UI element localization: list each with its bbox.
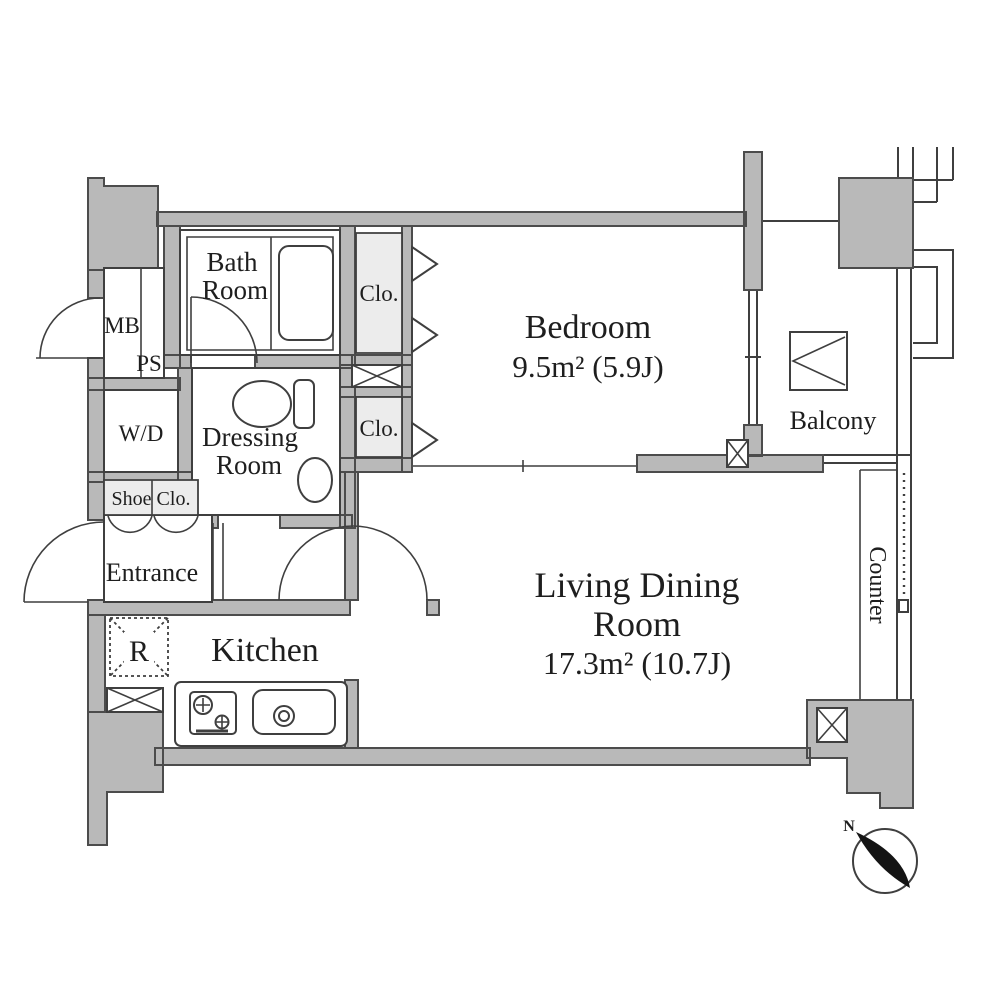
compass-needle (856, 832, 910, 888)
refrigerator-space (109, 617, 169, 677)
closet-upper-label: Clo. (360, 281, 399, 306)
sink-drain-inner (278, 710, 290, 722)
bedroom-window-lines (745, 290, 761, 425)
toilet-bowl (232, 380, 292, 428)
balcony-edge-lines (762, 220, 912, 808)
ps-label: PS (136, 351, 162, 376)
fixtures (109, 245, 348, 747)
toilet-tank (293, 379, 315, 429)
thin-line-work (410, 147, 954, 808)
interior-detail-lines (24, 236, 334, 603)
closet-lower-label: Clo. (360, 416, 399, 441)
entrance-label: Entrance (106, 558, 198, 587)
burner-cross-marks (196, 698, 228, 728)
bedroom-area-label: 9.5m² (5.9J) (512, 349, 663, 384)
living-label-line1: Living Dining (535, 565, 740, 605)
living-label-line2: Room (593, 604, 681, 644)
dressing-label-line2: Room (216, 450, 282, 480)
closet-folding-door-marks (411, 245, 439, 459)
refrigerator-x (109, 617, 169, 677)
balcony-label: Balcony (790, 406, 877, 435)
neighbor-structure-lines (897, 147, 954, 359)
bedroom-living-partition-line (410, 460, 637, 472)
mb-label: MB (104, 313, 140, 338)
bath-label-line2: Room (202, 275, 268, 305)
refrigerator-label-halo (124, 632, 154, 668)
shaft-x-marks (106, 364, 848, 743)
bath-label-line1: Bath (207, 247, 258, 277)
wd-label: W/D (119, 421, 164, 446)
dressing-label-line1: Dressing (202, 422, 298, 452)
ac-unit-chevron (791, 336, 846, 386)
bathtub (278, 245, 334, 341)
refrigerator-label: R (129, 635, 149, 668)
bedroom-name-label: Bedroom (525, 309, 652, 346)
door-swing-arcs (23, 296, 428, 603)
washbasin (297, 457, 333, 503)
compass: N (843, 818, 918, 894)
shoe-closet-label: Shoe Clo. (112, 488, 191, 510)
closet-fills (103, 232, 403, 516)
counter-label: Counter (864, 546, 890, 623)
compass-north-label: N (843, 818, 855, 835)
living-area-label: 17.3m² (10.7J) (543, 645, 731, 681)
kitchen-label: Kitchen (211, 632, 319, 669)
room-labels: MB PS W/D Shoe Clo. Entrance Bath Room D… (104, 247, 890, 681)
